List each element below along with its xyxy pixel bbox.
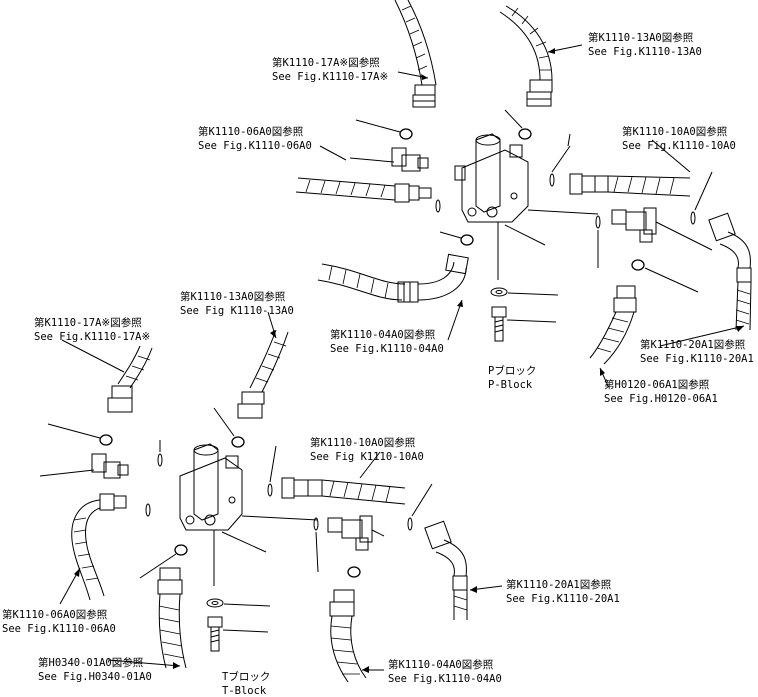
o-ring bbox=[631, 259, 645, 271]
callout-jp: 第H0120-06A1図参照 bbox=[604, 378, 710, 391]
p-block-washer bbox=[490, 287, 559, 297]
hose-k1110-04a-top bbox=[317, 253, 469, 303]
callout-jp: 第K1110-04A0図参照 bbox=[330, 328, 436, 341]
callout-k1110-17a-mid: 第K1110-17A※図参照 See Fig.K1110-17A※ bbox=[34, 316, 150, 343]
callout-jp: 第H0340-01A0図参照 bbox=[38, 656, 144, 669]
t-block-label-en: T-Block bbox=[222, 685, 267, 697]
p-block-label-en: P-Block bbox=[488, 379, 533, 391]
hose-k1110-17a-top bbox=[394, 0, 437, 108]
callout-en: See Fig.K1110-10A0 bbox=[622, 140, 736, 152]
callout-k1110-04a-top: 第K1110-04A0図参照 See Fig.K1110-04A0 bbox=[330, 328, 444, 355]
hose-k1110-20a-bot bbox=[424, 520, 468, 620]
t-block-body bbox=[179, 443, 243, 531]
o-ring bbox=[347, 566, 361, 578]
callout-en: See Fig.H0340-01A0 bbox=[38, 671, 152, 683]
callout-k1110-20a-top: 第K1110-20A1図参照 See Fig.K1110-20A1 bbox=[640, 338, 754, 365]
t-block-bolt bbox=[207, 616, 269, 652]
callout-k1110-17a-top: 第K1110-17A※図参照 See Fig.K1110-17A※ bbox=[272, 56, 388, 83]
hose-h0340-01a bbox=[157, 567, 187, 669]
callout-k1110-10a-mid: 第K1110-10A0図参照 See Fig K1110-10A0 bbox=[310, 436, 424, 463]
hose-k1110-04a-bot bbox=[329, 589, 367, 683]
callout-jp: 第K1110-10A0図参照 bbox=[622, 125, 728, 138]
p-block-body bbox=[454, 133, 529, 223]
callout-en: See Fig.H0120-06A1 bbox=[604, 393, 718, 405]
o-ring bbox=[99, 434, 113, 446]
t-block-label: Tブロック T-Block bbox=[222, 670, 270, 697]
p-block-label-jp: Pブロック bbox=[488, 364, 536, 377]
t-block-assembly bbox=[39, 329, 468, 683]
callout-k1110-20a-bot: 第K1110-20A1図参照 See Fig.K1110-20A1 bbox=[506, 578, 620, 605]
callout-jp: 第K1110-20A1図参照 bbox=[506, 578, 612, 591]
hose-h0120-06a bbox=[589, 285, 637, 365]
callout-k1110-13a-top: 第K1110-13A0図参照 See Fig.K1110-13A0 bbox=[588, 31, 702, 58]
callout-jp: 第K1110-13A0図参照 bbox=[180, 290, 286, 303]
o-ring bbox=[174, 544, 188, 556]
t-block-label-jp: Tブロック bbox=[222, 670, 270, 683]
hose-k1110-06a-bot bbox=[71, 493, 127, 601]
p-block-bolt bbox=[491, 306, 557, 342]
callout-jp: 第K1110-10A0図参照 bbox=[310, 436, 416, 449]
callout-leaders bbox=[59, 44, 745, 673]
o-ring bbox=[231, 436, 245, 448]
callout-jp: 第K1110-20A1図参照 bbox=[640, 338, 746, 351]
o-ring bbox=[460, 234, 474, 246]
o-ring bbox=[518, 128, 532, 140]
elbow-fitting-mid-left bbox=[39, 453, 129, 479]
callout-en: See Fig.K1110-06A0 bbox=[2, 623, 116, 635]
t-block-washer bbox=[206, 598, 271, 608]
callout-h0340-01a: 第H0340-01A0図参照 See Fig.H0340-01A0 bbox=[38, 656, 152, 683]
tee-fitting-mid bbox=[327, 515, 385, 551]
callout-jp: 第K1110-06A0図参照 bbox=[198, 125, 304, 138]
callout-k1110-13a-mid: 第K1110-13A0図参照 See Fig K1110-13A0 bbox=[180, 290, 294, 317]
callout-jp: 第K1110-06A0図参照 bbox=[2, 608, 108, 621]
callout-en: See Fig.K1110-17A※ bbox=[34, 331, 150, 343]
callout-jp: 第K1110-17A※図参照 bbox=[34, 316, 142, 329]
hose-k1110-17a-mid bbox=[107, 345, 153, 413]
callout-en: See Fig.K1110-13A0 bbox=[588, 46, 702, 58]
callout-k1110-06a-bot: 第K1110-06A0図参照 See Fig.K1110-06A0 bbox=[2, 608, 116, 635]
p-block-assembly bbox=[295, 0, 752, 365]
tee-fitting-right bbox=[611, 207, 713, 251]
callout-en: See Fig K1110-10A0 bbox=[310, 451, 424, 463]
p-block-label: Pブロック P-Block bbox=[488, 364, 536, 391]
hose-k1110-10a-mid bbox=[281, 477, 406, 505]
callout-jp: 第K1110-04A0図参照 bbox=[388, 658, 494, 671]
callout-h0120-06a: 第H0120-06A1図参照 See Fig.H0120-06A1 bbox=[604, 378, 718, 405]
hose-k1110-13a-top bbox=[499, 5, 553, 107]
callout-en: See Fig.K1110-20A1 bbox=[640, 353, 754, 365]
callout-k1110-04a-bot: 第K1110-04A0図参照 See Fig.K1110-04A0 bbox=[388, 658, 502, 685]
elbow-fitting-left bbox=[349, 147, 429, 172]
hose-k1110-13a-mid bbox=[237, 329, 289, 419]
callout-jp: 第K1110-13A0図参照 bbox=[588, 31, 694, 44]
hose-k1110-10a-top bbox=[569, 173, 691, 197]
callout-en: See Fig K1110-13A0 bbox=[180, 305, 294, 317]
o-ring bbox=[399, 128, 413, 140]
callout-k1110-06a-top: 第K1110-06A0図参照 See Fig.K1110-06A0 bbox=[198, 125, 312, 152]
callout-k1110-10a-top: 第K1110-10A0図参照 See Fig.K1110-10A0 bbox=[622, 125, 736, 152]
callout-en: See Fig.K1110-04A0 bbox=[330, 343, 444, 355]
hose-k1110-20a-top bbox=[708, 212, 752, 331]
callout-en: See Fig.K1110-20A1 bbox=[506, 593, 620, 605]
callout-en: See Fig.K1110-17A※ bbox=[272, 71, 388, 83]
hose-k1110-06a-top bbox=[295, 177, 432, 203]
callout-en: See Fig.K1110-04A0 bbox=[388, 673, 502, 685]
callout-jp: 第K1110-17A※図参照 bbox=[272, 56, 380, 69]
callout-en: See Fig.K1110-06A0 bbox=[198, 140, 312, 152]
